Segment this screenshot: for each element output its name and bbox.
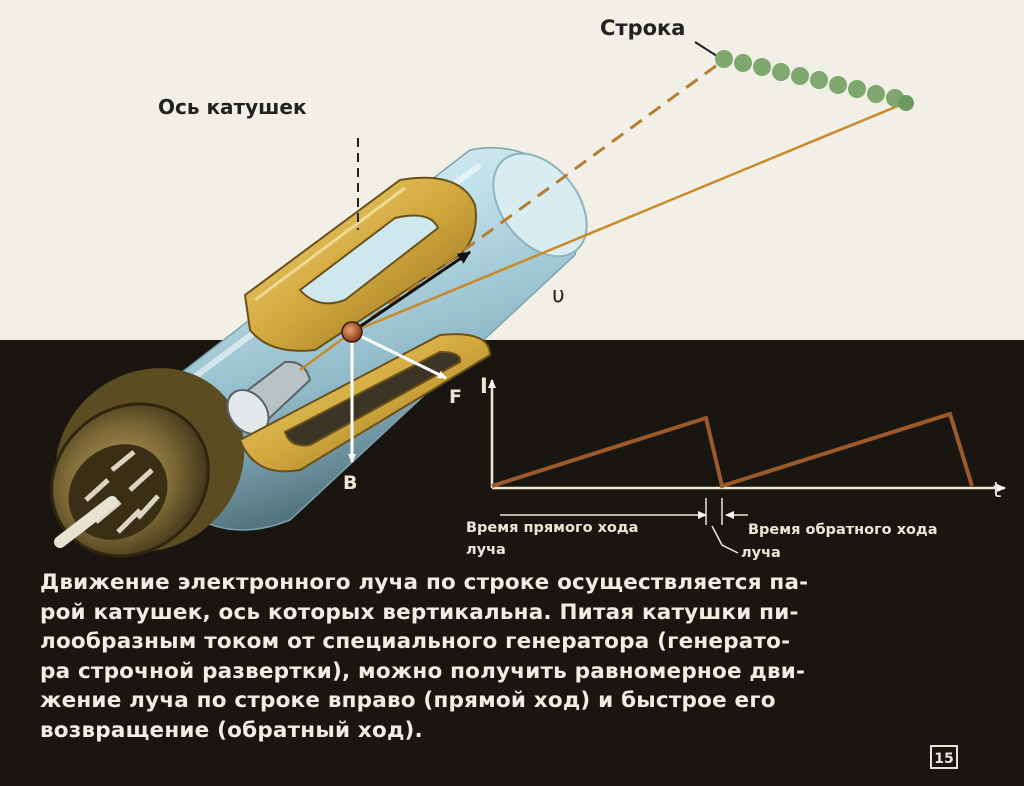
- beam-solid-line: [351, 101, 906, 334]
- return-time-label-line1: Время обратного хода: [748, 522, 938, 538]
- caption-line: ра строчной развертки), можно получить р…: [40, 658, 806, 684]
- force-vectors: [341, 250, 471, 463]
- line-label: Строка: [600, 16, 686, 40]
- beam-dashed-line: [351, 58, 725, 334]
- caption-line: жение луча по строке вправо (прямой ход)…: [40, 688, 776, 713]
- caption-line: рой катушек, ось которых вертикальна. Пи…: [40, 599, 799, 625]
- field-label: B: [343, 472, 358, 494]
- force-label: F: [449, 386, 462, 408]
- return-time-label-line2: луча: [741, 545, 781, 561]
- frame-number: 15: [930, 745, 958, 769]
- velocity-label: υ: [552, 283, 565, 308]
- caption-text: Движение электронного луча по строке осу…: [40, 568, 970, 745]
- scan-line-spots: [715, 50, 914, 111]
- return-label-leader: [711, 525, 739, 554]
- tube-base: [50, 368, 245, 558]
- sawtooth-current: [491, 411, 974, 489]
- forward-time-label-line2: луча: [466, 542, 506, 558]
- caption-line: возвращение (обратный ход).: [40, 717, 423, 743]
- caption-line: Движение электронного луча по строке осу…: [40, 570, 809, 595]
- velocity-arrow: [351, 250, 471, 334]
- force-arrow: [351, 330, 447, 380]
- electron-dot: [341, 321, 363, 343]
- coil-axis-label: Ось катушек: [158, 95, 307, 119]
- caption-line: лообразным током от специального генерат…: [40, 629, 791, 654]
- sawtooth-graph: [488, 379, 1006, 554]
- time-axis-label: t: [993, 478, 1002, 502]
- current-axis-label: I: [480, 374, 488, 398]
- forward-time-label-line1: Время прямого хода: [466, 520, 639, 536]
- upper-coil: [243, 176, 477, 352]
